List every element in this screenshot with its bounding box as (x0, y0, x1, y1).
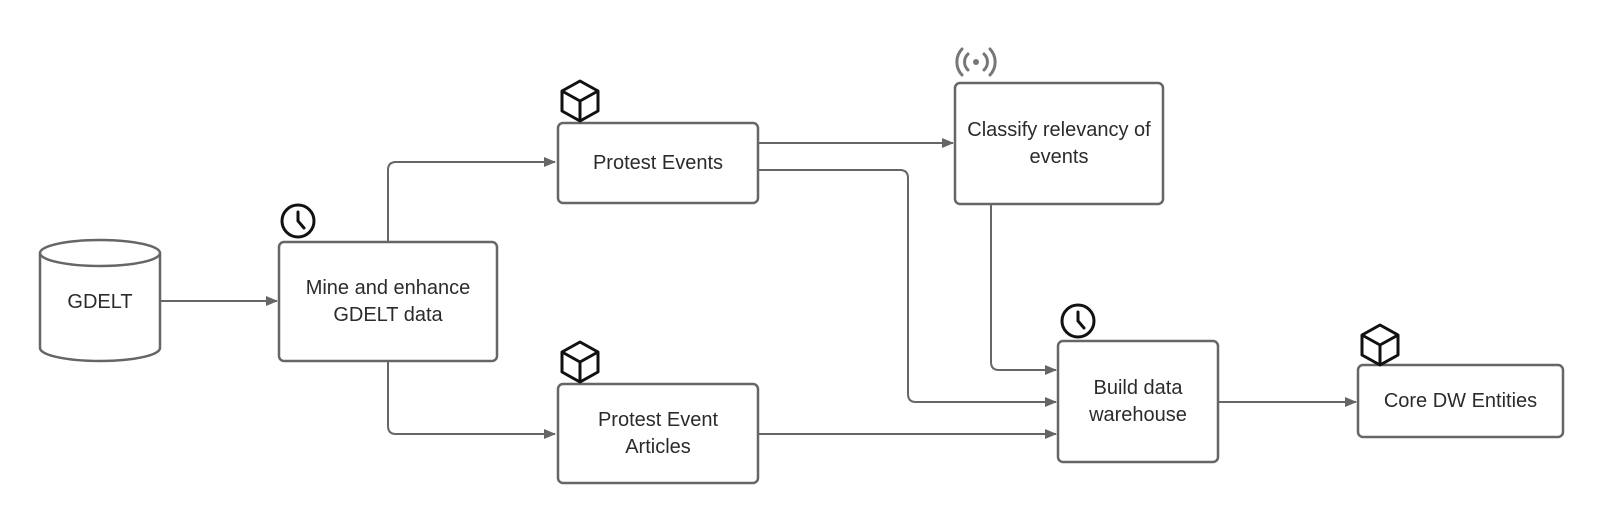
cube-icon (560, 340, 600, 384)
edge-classify-to-build-dw (990, 205, 1057, 375)
broadcast-icon (955, 47, 997, 77)
classify-node[interactable] (953, 81, 1165, 206)
build-dw-node[interactable] (1056, 339, 1220, 464)
mine-node[interactable] (277, 240, 499, 363)
clock-icon (1060, 303, 1096, 339)
cube-icon (560, 79, 600, 123)
cube-icon (1360, 323, 1400, 367)
core-dw-node[interactable] (1356, 363, 1565, 439)
protest-articles-node[interactable] (556, 382, 760, 485)
edge-protest-events-to-build-dw (758, 169, 1057, 407)
clock-icon (280, 203, 316, 239)
connectors (160, 138, 1357, 439)
gdelt-database-node[interactable] (38, 238, 162, 363)
edge-mine-to-protest-events (387, 157, 556, 242)
protest-events-node[interactable] (556, 121, 760, 205)
edge-mine-to-protest-articles (387, 361, 556, 439)
